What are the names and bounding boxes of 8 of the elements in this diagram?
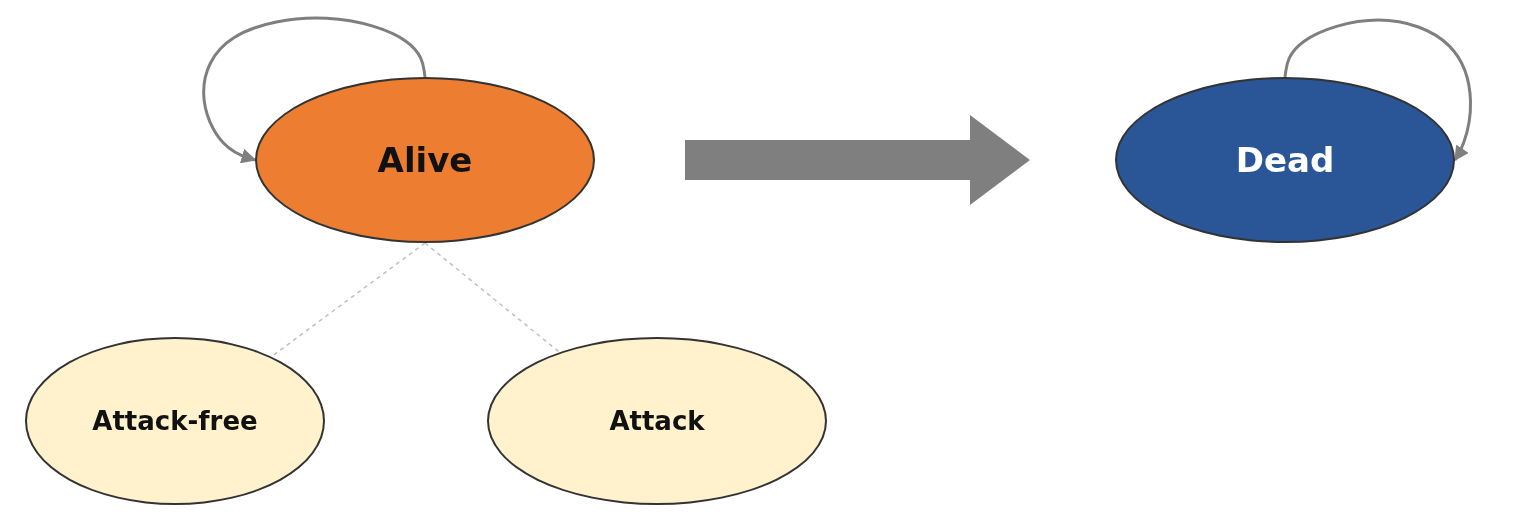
state-label: Attack-free (92, 406, 258, 436)
self-loop-arrow (1283, 18, 1473, 162)
dashed-line (424, 242, 561, 353)
self-loop-arrow (202, 16, 427, 164)
state-label: Attack (609, 406, 705, 436)
block-arrow (685, 115, 1030, 205)
state-label: Dead (1235, 140, 1335, 180)
state-label: Alive (377, 140, 473, 180)
